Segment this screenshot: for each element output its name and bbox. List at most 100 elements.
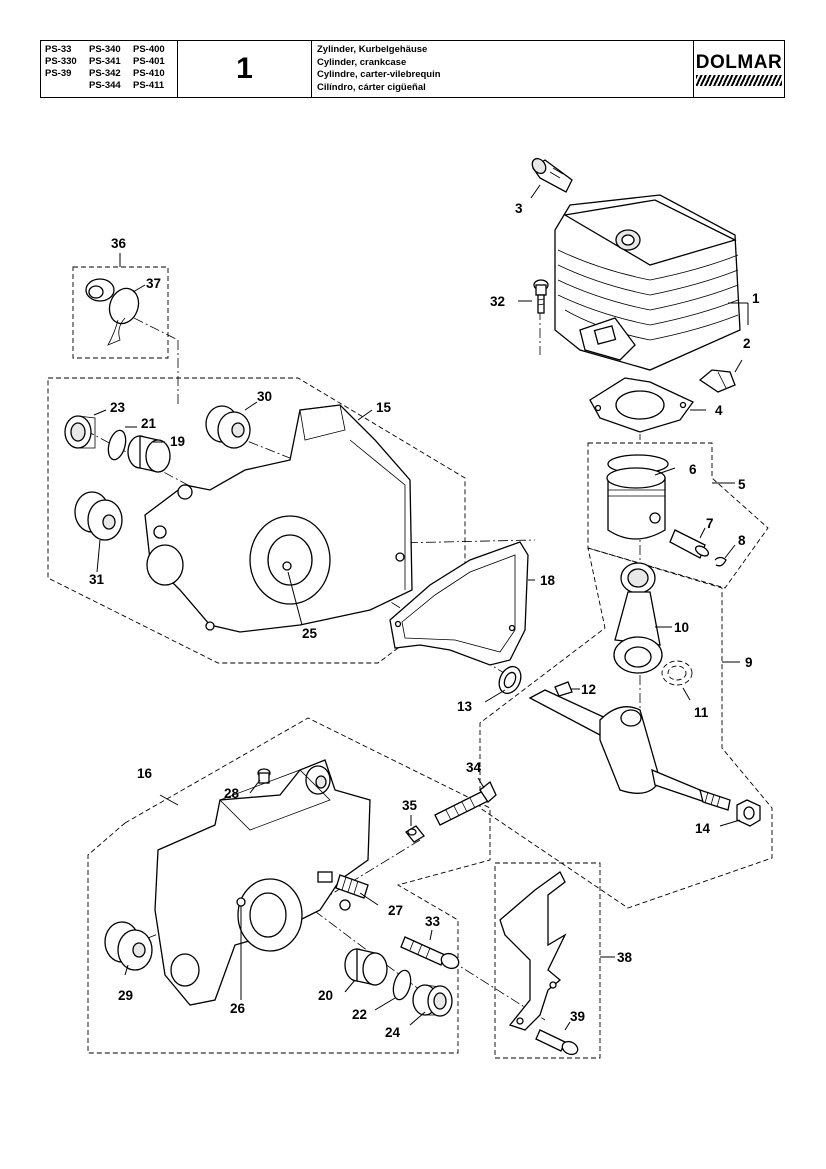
part-36-grommet xyxy=(85,278,115,302)
callout-15: 15 xyxy=(376,400,392,415)
title-de: Zylinder, Kurbelgehäuse xyxy=(317,44,428,55)
callout-32: 32 xyxy=(490,294,505,309)
callout-35: 35 xyxy=(402,798,418,813)
callout-18: 18 xyxy=(540,573,556,588)
brand-name: DOLMAR xyxy=(695,51,783,73)
model-list: PS-33 PS-340 PS-400 PS-330 PS-341 PS-401 PS-… xyxy=(41,41,178,97)
model-row: PS-39 PS-342 PS-410 xyxy=(45,68,177,80)
model-code: PS-330 xyxy=(45,56,77,67)
part-6-piston xyxy=(606,454,669,540)
model-code: PS-344 xyxy=(89,80,121,91)
model-row: PS-344 PS-411 xyxy=(45,80,177,92)
callout-30: 30 xyxy=(257,389,272,404)
callout-14: 14 xyxy=(695,821,711,836)
callout-19: 19 xyxy=(170,434,185,449)
part-2-nipple xyxy=(698,369,736,393)
callout-9: 9 xyxy=(745,655,753,670)
part-10-connecting-rod xyxy=(613,562,663,674)
callout-33: 33 xyxy=(425,914,441,929)
part-30-av-buffer xyxy=(205,405,251,449)
callout-29: 29 xyxy=(118,988,133,1003)
part-15-crankcase-half xyxy=(144,404,413,633)
part-25-pin xyxy=(282,561,292,571)
part-9-crankshaft xyxy=(528,689,731,811)
title-list: Zylinder, Kurbelgehäuse Cylinder, crankc… xyxy=(312,41,694,97)
callout-38: 38 xyxy=(617,950,633,965)
part-18-crankcase-gasket xyxy=(389,541,529,666)
part-39-screw xyxy=(535,1029,579,1056)
callout-11: 11 xyxy=(694,705,709,720)
model-code: PS-39 xyxy=(45,68,72,79)
part-27-bolt xyxy=(335,874,369,899)
title-es: Cilíndro, cárter cigüeñal xyxy=(317,81,426,93)
part-11-needle-bearing xyxy=(661,660,693,686)
part-8-circlip xyxy=(714,556,727,567)
centerline xyxy=(117,309,179,341)
callout-28: 28 xyxy=(224,786,240,801)
callout-10: 10 xyxy=(674,620,689,635)
model-code: PS-400 xyxy=(133,44,165,55)
callout-27: 27 xyxy=(388,903,403,918)
callout-7: 7 xyxy=(706,516,714,531)
part-20-needle-cage xyxy=(344,948,388,986)
group-box-16 xyxy=(87,717,491,1054)
part-19-needle-cage xyxy=(127,435,171,473)
callout-8: 8 xyxy=(738,533,746,548)
callout-13: 13 xyxy=(457,699,473,714)
part-3-decompression-valve xyxy=(531,157,573,193)
part-33-screw xyxy=(400,936,460,970)
leader-lines xyxy=(93,184,749,1031)
callout-20: 20 xyxy=(318,988,333,1003)
part-12-key xyxy=(554,681,573,697)
model-code: PS-340 xyxy=(89,44,121,55)
page-number: 1 xyxy=(178,41,312,97)
part-23-shaft-seal xyxy=(64,415,96,449)
part-38-chain-catcher xyxy=(499,871,567,1031)
part-4-cylinder-gasket xyxy=(589,377,694,433)
callout-24: 24 xyxy=(385,1025,401,1040)
part-14-nut xyxy=(736,799,761,827)
model-code: PS-342 xyxy=(89,68,121,79)
part-35-sleeve xyxy=(405,825,425,843)
callout-16: 16 xyxy=(137,766,153,781)
callout-34: 34 xyxy=(466,760,482,775)
callout-26: 26 xyxy=(230,1001,246,1016)
callout-1: 1 xyxy=(752,291,760,306)
model-code: PS-411 xyxy=(133,80,165,91)
callout-31: 31 xyxy=(89,572,105,587)
model-code: PS-401 xyxy=(133,56,165,67)
model-row: PS-330 PS-341 PS-401 xyxy=(45,56,177,68)
callout-39: 39 xyxy=(570,1009,585,1024)
callout-21: 21 xyxy=(141,416,157,431)
part-16-crankcase-half xyxy=(154,759,371,1006)
part-37-spring xyxy=(107,287,140,346)
part-1-cylinder xyxy=(554,194,741,371)
part-29-av-buffer xyxy=(104,921,153,971)
callout-25: 25 xyxy=(302,626,318,641)
callout-4: 4 xyxy=(715,403,723,418)
callout-12: 12 xyxy=(581,682,596,697)
callout-37: 37 xyxy=(146,276,161,291)
part-31-av-buffer xyxy=(74,491,123,541)
model-code: PS-33 xyxy=(45,44,72,55)
callout-36: 36 xyxy=(111,236,127,251)
callout-6: 6 xyxy=(689,462,697,477)
model-code: PS-410 xyxy=(133,68,165,79)
header-block: PS-33 PS-340 PS-400 PS-330 PS-341 PS-401 PS-… xyxy=(40,40,785,98)
model-code: PS-341 xyxy=(89,56,121,67)
model-row: PS-33 PS-340 PS-400 xyxy=(45,44,177,56)
callout-5: 5 xyxy=(738,477,746,492)
group-box-36 xyxy=(72,266,169,359)
callout-2: 2 xyxy=(743,336,751,351)
part-13-washer xyxy=(498,665,522,695)
centerline xyxy=(299,899,421,991)
brand-stripes-icon xyxy=(696,74,782,86)
part-34-stud-bolt xyxy=(434,780,497,826)
part-32-screw xyxy=(533,279,549,314)
group-box-9 xyxy=(479,547,773,909)
part-28-screw xyxy=(257,768,271,784)
brand-logo: DOLMAR xyxy=(694,41,784,97)
part-24-shaft-seal xyxy=(412,984,453,1017)
callout-3: 3 xyxy=(515,201,523,216)
